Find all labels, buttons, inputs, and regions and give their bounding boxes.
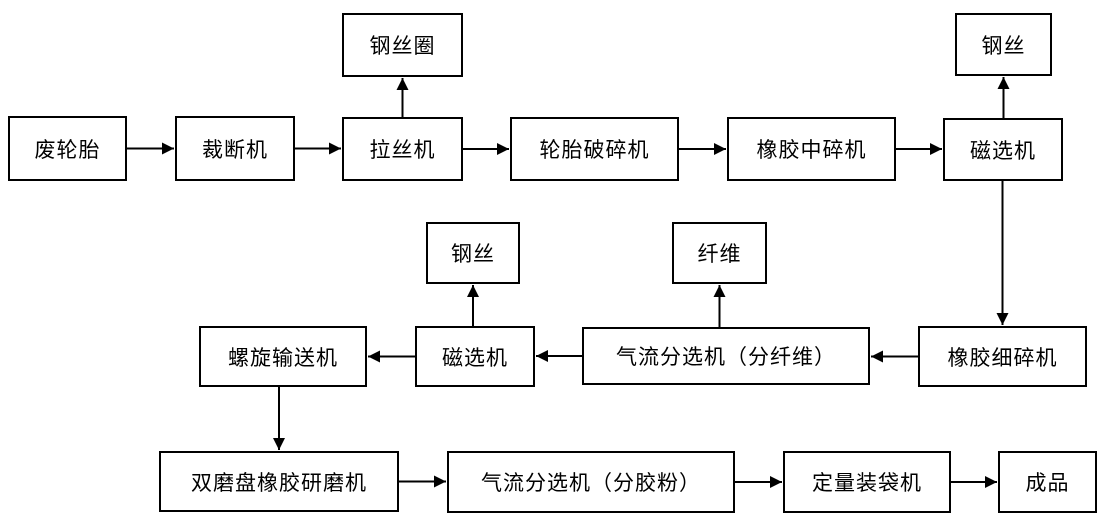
flow-node-label: 裁断机 <box>202 137 268 162</box>
flow-node-label: 钢丝 <box>981 33 1026 58</box>
flow-node-label: 双磨盘橡胶研磨机 <box>191 470 367 495</box>
flow-node-label: 拉丝机 <box>369 138 436 162</box>
flow-node-label: 轮胎破碎机 <box>539 138 650 162</box>
flow-node-label: 钢丝圈 <box>369 34 436 58</box>
flow-node-label: 磁选机 <box>970 138 1036 163</box>
flow-node-double-disc-grinder: 双磨盘橡胶研磨机 <box>159 451 399 512</box>
flow-node-magnetic-separator-1: 磁选机 <box>943 118 1063 181</box>
flow-node-label: 废轮胎 <box>34 137 101 162</box>
flow-node-finished-product: 成品 <box>998 451 1097 513</box>
flow-node-label: 橡胶细碎机 <box>947 345 1058 370</box>
flow-node-label: 气流分选机（分胶粉） <box>481 471 701 495</box>
flow-node-screw-conveyor: 螺旋输送机 <box>199 326 367 387</box>
flow-node-wire-drawing-machine: 拉丝机 <box>342 117 463 181</box>
flow-node-steel-wire-ring: 钢丝圈 <box>342 13 463 77</box>
flow-node-label: 气流分选机（分纤维） <box>616 345 836 369</box>
flow-node-steel-wire-mid: 钢丝 <box>426 222 520 284</box>
flow-node-cutting-machine: 裁断机 <box>175 116 295 181</box>
flow-node-fiber: 纤维 <box>672 222 767 284</box>
flow-node-label: 橡胶中碎机 <box>756 138 867 162</box>
flow-node-air-separator-powder: 气流分选机（分胶粉） <box>447 451 735 513</box>
flow-node-rubber-fine-crusher: 橡胶细碎机 <box>918 326 1087 387</box>
flow-node-rubber-medium-crusher: 橡胶中碎机 <box>727 117 896 181</box>
flow-node-label: 纤维 <box>697 242 742 266</box>
flow-node-waste-tire: 废轮胎 <box>8 116 127 181</box>
flow-node-tire-crusher: 轮胎破碎机 <box>510 117 679 181</box>
flow-node-label: 成品 <box>1025 471 1070 495</box>
flow-node-label: 磁选机 <box>442 345 508 370</box>
flow-node-label: 钢丝 <box>451 242 495 266</box>
flow-node-label: 定量装袋机 <box>812 471 922 495</box>
flow-node-steel-wire-top: 钢丝 <box>955 13 1052 76</box>
flow-node-magnetic-separator-2: 磁选机 <box>415 326 535 387</box>
flow-node-bagging-machine: 定量装袋机 <box>783 451 951 513</box>
flow-node-label: 螺旋输送机 <box>228 345 338 370</box>
flow-node-air-separator-fiber: 气流分选机（分纤维） <box>582 327 870 385</box>
